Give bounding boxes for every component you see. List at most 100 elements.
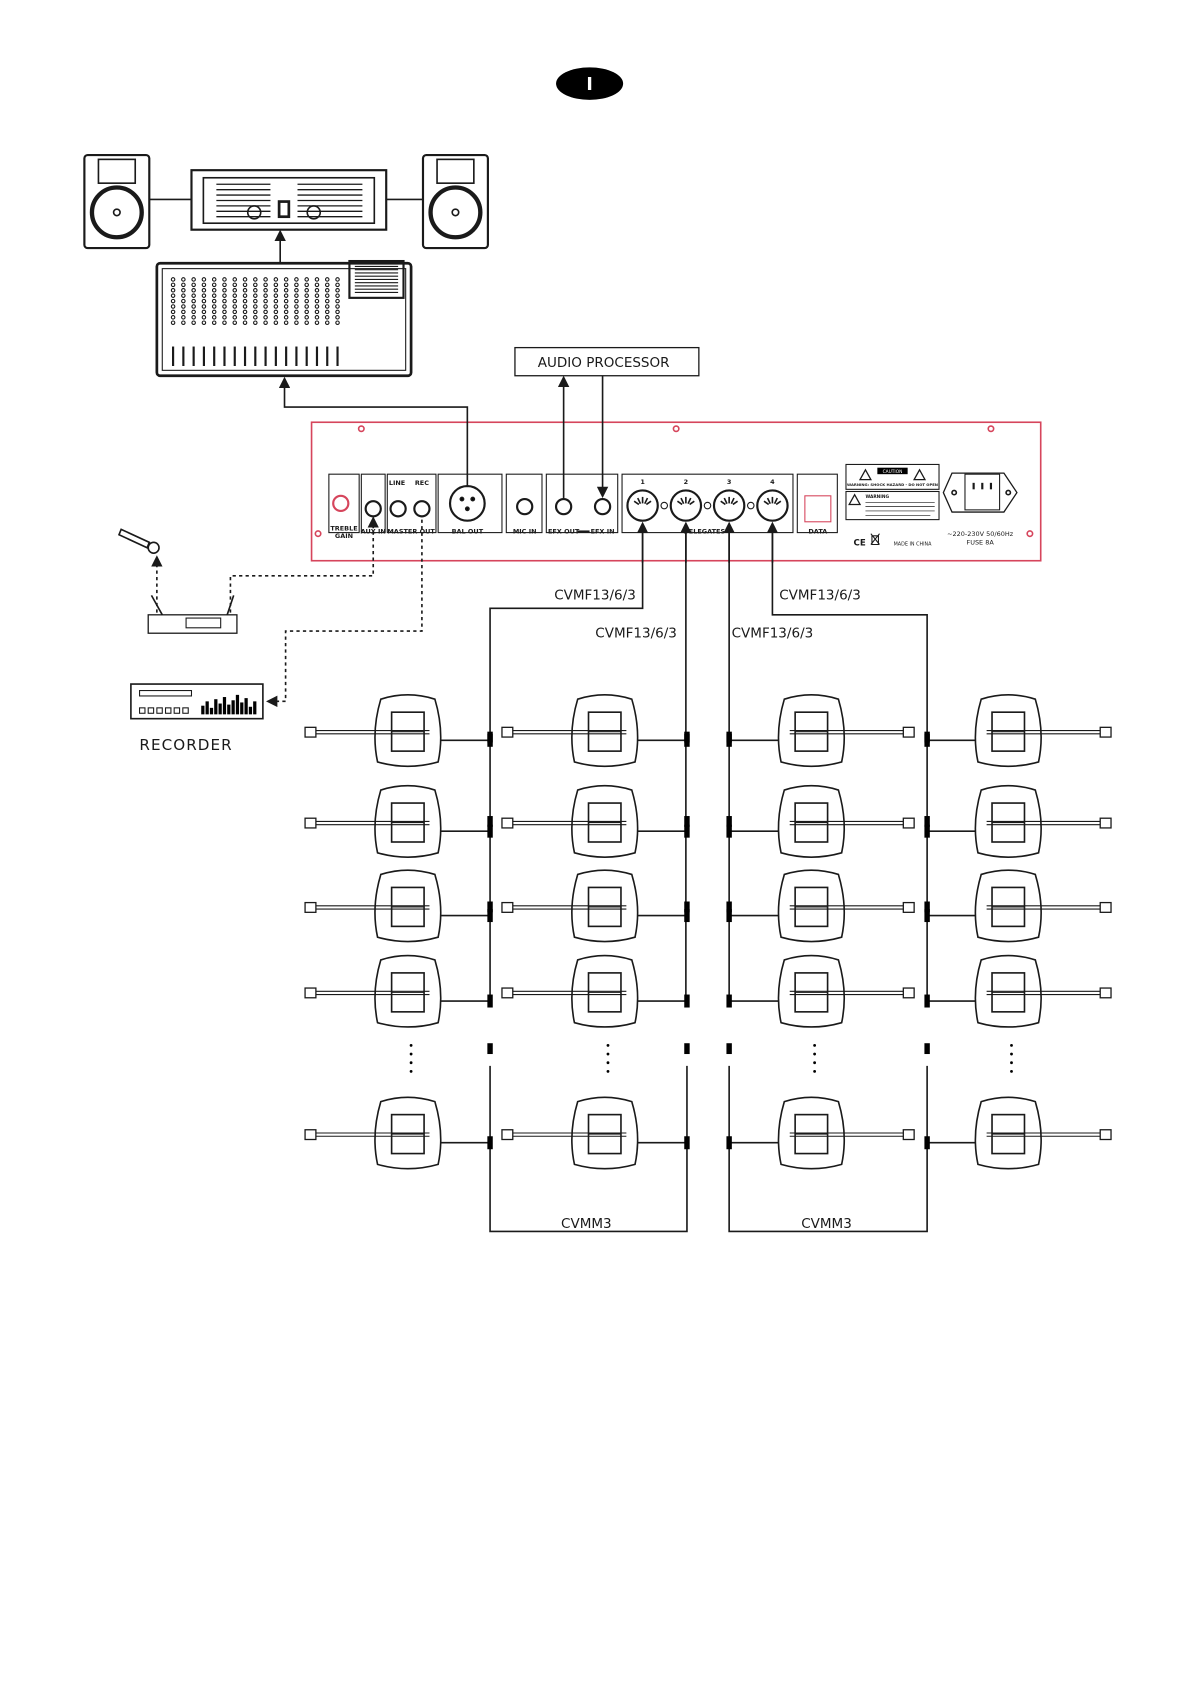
- cable-label-4: CVMF13/6/3: [779, 588, 861, 604]
- continuation-dot: [410, 1061, 413, 1064]
- delegate-unit: [924, 1043, 1111, 1168]
- microphone-head: [502, 903, 513, 913]
- recorder-device: [131, 684, 263, 719]
- cable-connector: [924, 1136, 929, 1149]
- continuation-dot: [1010, 1044, 1013, 1047]
- efx-in-label: EFX IN: [591, 528, 615, 536]
- microphone-head: [502, 818, 513, 828]
- recorder-label: RECORDER: [139, 736, 232, 754]
- cable-connector: [487, 995, 492, 1008]
- cable-connector: [726, 995, 731, 1008]
- rec-out-cable: [268, 520, 422, 702]
- delegate-port-number: 4: [770, 478, 775, 486]
- caution-label: CAUTION: [883, 469, 903, 475]
- delegate-unit: [726, 1043, 914, 1168]
- microphone-head: [1100, 903, 1111, 913]
- delegate-port-number: 1: [640, 478, 645, 486]
- cable-label-2: CVMF13/6/3: [595, 626, 677, 642]
- page-marker-text: I: [586, 75, 592, 95]
- ce-mark: CE: [854, 539, 866, 549]
- delegates-label: DELEGATES: [683, 528, 725, 536]
- continuation-dot: [1010, 1053, 1013, 1056]
- main-unit-rear-panel: TREBLE GAIN AUX IN LINE REC MASTER OUT B…: [312, 422, 1041, 563]
- continuation-dot: [607, 1061, 610, 1064]
- microphone-head: [502, 727, 513, 737]
- wireless-receiver: [148, 595, 237, 633]
- continuation-dot: [607, 1044, 610, 1047]
- microphone-head: [903, 903, 914, 913]
- microphone-head: [305, 818, 316, 828]
- warning-shock-label: WARNING: SHOCK HAZARD - DO NOT OPEN: [847, 482, 938, 487]
- delegate-unit: [502, 902, 690, 1027]
- mic-in-label: MIC IN: [513, 528, 537, 536]
- delegate-unit: [502, 816, 690, 941]
- delegate-port-number: 3: [727, 478, 732, 486]
- delegate-port-3: [714, 490, 744, 520]
- cvmm3-label-right: CVMM3: [801, 1216, 852, 1232]
- microphone-head: [305, 903, 316, 913]
- delegate-port-number: 2: [684, 478, 689, 486]
- continuation-dot: [813, 1044, 816, 1047]
- delegate-port-1: [627, 490, 657, 520]
- delegate-unit: [726, 902, 914, 1027]
- microphone-head: [502, 1130, 513, 1140]
- delegate-unit: [305, 641, 493, 766]
- delegate-unit: [726, 641, 914, 766]
- made-in-label: MADE IN CHINA: [894, 542, 933, 548]
- delegate-unit: [305, 816, 493, 941]
- audio-processor: AUDIO PROCESSOR: [515, 348, 699, 376]
- delegate-unit: [924, 641, 1111, 766]
- speaker-left: [84, 155, 149, 248]
- cable-connector: [924, 995, 929, 1008]
- delegate-unit: [924, 816, 1111, 941]
- gain-label: GAIN: [335, 532, 353, 540]
- continuation-dot: [410, 1053, 413, 1056]
- delegate-unit: [305, 902, 493, 1027]
- cable-label-1: CVMF13/6/3: [554, 588, 636, 604]
- efx-out-label: EFX OUT: [548, 528, 580, 536]
- microphone-head: [502, 988, 513, 998]
- delegate-port-4: [757, 490, 787, 520]
- bal-out-label: BAL OUT: [452, 528, 484, 536]
- delegate-unit: [924, 902, 1111, 1027]
- warning-label: WARNING: [865, 494, 889, 500]
- cvmm3-label-left: CVMM3: [561, 1216, 612, 1232]
- cable-label-3: CVMF13/6/3: [732, 626, 814, 642]
- continuation-dot: [813, 1070, 816, 1073]
- microphone-head: [903, 727, 914, 737]
- continuation-dot: [1010, 1061, 1013, 1064]
- continuation-dot: [607, 1070, 610, 1073]
- cable-connector: [487, 1136, 492, 1149]
- microphone-head: [305, 988, 316, 998]
- wireless-microphone: [119, 529, 159, 553]
- microphone-head: [903, 818, 914, 828]
- continuation-dot: [1010, 1070, 1013, 1073]
- microphone-head: [305, 727, 316, 737]
- cable-connector: [726, 1136, 731, 1149]
- weee-bin-icon: [871, 534, 880, 545]
- power-amplifier: [191, 170, 386, 230]
- delegate-unit: [305, 1043, 493, 1168]
- speaker-right: [423, 155, 488, 248]
- audio-processor-label: AUDIO PROCESSOR: [538, 355, 670, 371]
- cable-connector: [684, 1136, 689, 1149]
- microphone-head: [1100, 727, 1111, 737]
- delegate-port-2: [671, 490, 701, 520]
- continuation-dot: [410, 1070, 413, 1073]
- microphone-head: [903, 1130, 914, 1140]
- power-rating-label: ~220-230V 50/60Hz: [947, 530, 1014, 538]
- delegate-unit: [502, 1043, 690, 1168]
- continuation-dot: [813, 1053, 816, 1056]
- continuation-dot: [607, 1053, 610, 1056]
- microphone-head: [1100, 988, 1111, 998]
- delegate-unit: [502, 641, 690, 766]
- microphone-head: [903, 988, 914, 998]
- rec-label: REC: [415, 479, 429, 487]
- mixing-console: [157, 261, 411, 376]
- fuse-rating-label: FUSE 8A: [966, 538, 994, 546]
- continuation-dot: [410, 1044, 413, 1047]
- cable-connector: [684, 995, 689, 1008]
- microphone-head: [1100, 818, 1111, 828]
